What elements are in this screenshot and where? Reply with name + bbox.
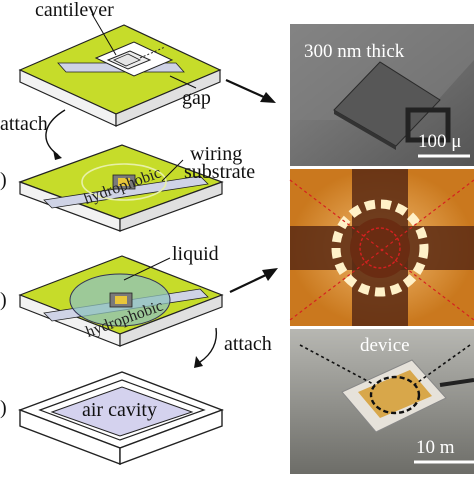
sem-photo	[290, 24, 474, 166]
device-photo	[290, 329, 474, 474]
label-wiring: wiring	[190, 143, 243, 165]
label-attach-top: attach	[0, 113, 48, 135]
label-liquid: liquid	[172, 243, 219, 265]
wiring-substrate-chip	[18, 144, 224, 232]
label-paren-e: )	[0, 397, 7, 419]
label-paren-c: )	[0, 169, 7, 191]
device-scale-label: 10 m	[416, 437, 455, 458]
arrow-to-optical	[229, 268, 278, 293]
cantilever-chip	[18, 24, 222, 127]
arrow-to-sem	[225, 78, 276, 103]
device-label: device	[360, 335, 410, 356]
sem-scale-label: 100 μ	[418, 131, 462, 152]
label-attach-bottom: attach	[224, 333, 272, 355]
optical-photo	[289, 169, 474, 326]
liquid-substrate-chip	[18, 255, 224, 347]
sem-title: 300 nm thick	[304, 41, 405, 62]
label-cantilever: cantilever	[35, 0, 114, 21]
label-substrate: substrate	[184, 161, 256, 183]
label-gap: gap	[182, 87, 211, 109]
air-cavity-box	[18, 371, 224, 466]
label-air-cavity: air cavity	[82, 399, 157, 421]
attach-arrow-bottom	[199, 327, 218, 363]
attach-arrow-top	[45, 109, 66, 156]
label-paren-d: )	[0, 289, 7, 311]
